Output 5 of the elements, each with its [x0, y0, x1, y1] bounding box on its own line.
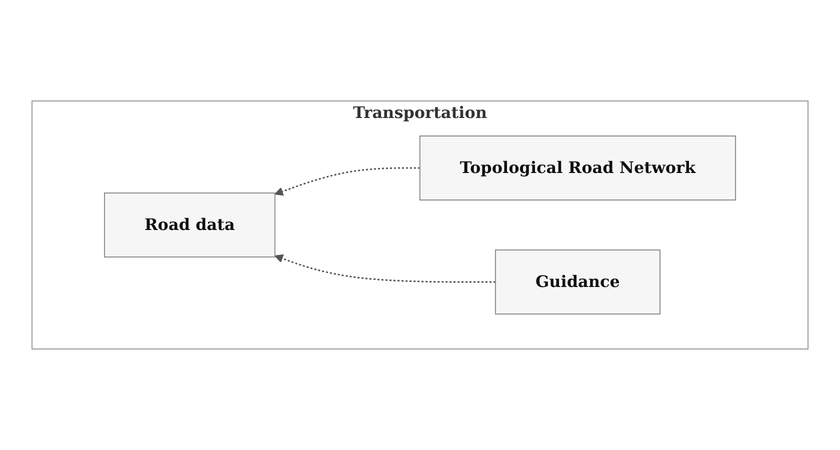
node-box: Road data [104, 192, 276, 258]
node-box: Guidance [494, 250, 660, 314]
node-box: Topological Road Network [419, 136, 736, 200]
arrow [274, 167, 420, 196]
arrow [274, 254, 496, 283]
